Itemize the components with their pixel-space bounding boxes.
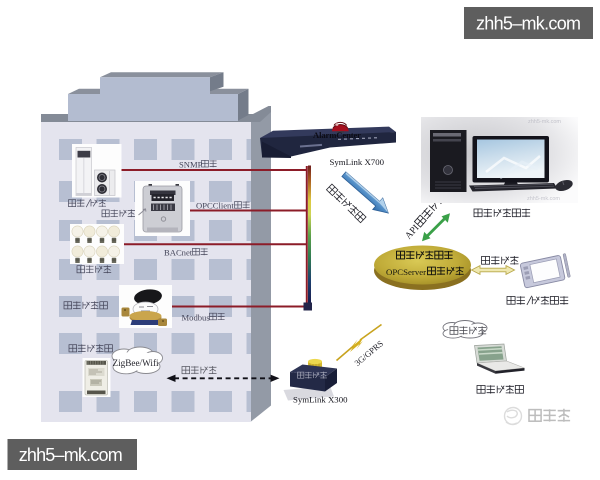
svg-text:OPCClient: OPCClient (196, 201, 234, 211)
svg-text:SymLink X300: SymLink X300 (293, 395, 348, 405)
svg-text:Modbus: Modbus (182, 312, 211, 322)
svg-text:zhh5-mk.com: zhh5-mk.com (528, 119, 561, 125)
svg-text:zhh5–mk.com: zhh5–mk.com (19, 445, 123, 465)
svg-text:OPCServer: OPCServer (386, 267, 426, 277)
svg-text:AlarmCenter: AlarmCenter (313, 130, 361, 140)
svg-text:SNMP: SNMP (179, 159, 203, 169)
svg-text:zhh5–mk.com: zhh5–mk.com (476, 14, 581, 34)
svg-text:ZigBee/Wifi: ZigBee/Wifi (113, 358, 160, 368)
svg-text:BACnet: BACnet (164, 247, 193, 257)
svg-text:zhh5-mk.com: zhh5-mk.com (527, 196, 560, 202)
svg-text:SymLink X700: SymLink X700 (330, 157, 385, 167)
